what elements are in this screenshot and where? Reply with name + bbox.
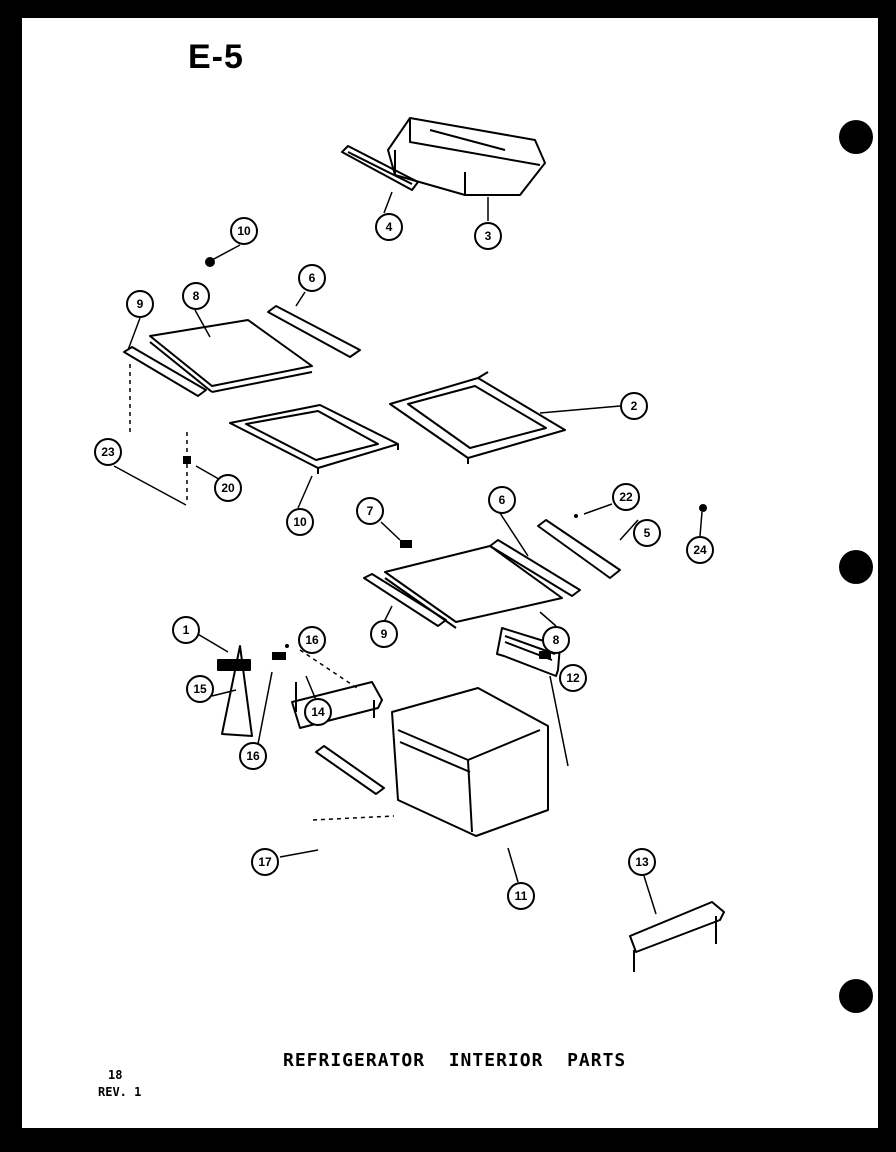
middle-glass-shelf-drawing xyxy=(384,545,563,623)
svg-text:16: 16 xyxy=(246,749,260,763)
left-scan-border xyxy=(0,0,22,1152)
svg-text:13: 13 xyxy=(635,855,649,869)
callout-6-middle: 6 xyxy=(488,486,516,514)
upper-shelf-frame-drawing xyxy=(229,404,399,474)
svg-text:6: 6 xyxy=(309,271,316,285)
callout-3: 3 xyxy=(474,222,502,250)
svg-text:5: 5 xyxy=(644,526,651,540)
callout-1: 1 xyxy=(172,616,200,644)
svg-text:6: 6 xyxy=(499,493,506,507)
callout-16-lower: 16 xyxy=(239,742,267,770)
callout-17: 17 xyxy=(251,848,279,876)
callout-15: 15 xyxy=(186,675,214,703)
callout-6-upper: 6 xyxy=(298,264,326,292)
svg-text:2: 2 xyxy=(631,399,638,413)
callout-group: 1 2 3 4 5 6 6 7 8 8 9 9 10 10 11 12 13 1… xyxy=(94,213,714,910)
callout-10-frame: 10 xyxy=(286,508,314,536)
svg-text:4: 4 xyxy=(386,220,393,234)
svg-text:9: 9 xyxy=(381,627,388,641)
callout-12: 12 xyxy=(559,664,587,692)
binder-hole-middle xyxy=(839,550,873,584)
callout-13: 13 xyxy=(628,848,656,876)
callout-9-middle: 9 xyxy=(370,620,398,648)
callout-5: 5 xyxy=(633,519,661,547)
diagram-caption: REFRIGERATOR INTERIOR PARTS xyxy=(283,1050,627,1071)
binder-hole-top xyxy=(839,120,873,154)
svg-text:8: 8 xyxy=(553,633,560,647)
svg-text:3: 3 xyxy=(485,229,492,243)
svg-text:12: 12 xyxy=(566,671,580,685)
callout-2: 2 xyxy=(620,392,648,420)
svg-text:16: 16 xyxy=(305,633,319,647)
svg-text:9: 9 xyxy=(137,297,144,311)
control-panel-drawing xyxy=(496,627,561,677)
callout-24: 24 xyxy=(686,536,714,564)
svg-text:20: 20 xyxy=(221,481,235,495)
upper-glass-shelf-drawing xyxy=(149,319,313,387)
callout-16-upper: 16 xyxy=(298,626,326,654)
upper-front-trim-drawing xyxy=(123,346,207,397)
svg-text:14: 14 xyxy=(311,705,325,719)
binder-hole-bottom xyxy=(839,979,873,1013)
callout-11: 11 xyxy=(507,882,535,910)
page-code: E-5 xyxy=(188,38,244,76)
callout-9-upper: 9 xyxy=(126,290,154,318)
svg-text:8: 8 xyxy=(193,289,200,303)
lower-support-bracket-drawing xyxy=(291,681,383,729)
lamp-cover-drawing xyxy=(217,645,253,737)
leader-lines xyxy=(113,191,703,915)
callout-23: 23 xyxy=(94,438,122,466)
right-scan-border xyxy=(878,0,896,1152)
upper-pan-rail-drawing xyxy=(341,145,419,191)
svg-text:23: 23 xyxy=(101,445,115,459)
callout-4: 4 xyxy=(375,213,403,241)
lower-shelf-frame-drawing xyxy=(389,371,566,464)
small-hardware xyxy=(183,257,707,660)
dashed-guides xyxy=(129,364,395,821)
middle-shelf-trim-drawing xyxy=(489,539,581,597)
page-number: 18 xyxy=(108,1068,123,1082)
svg-text:24: 24 xyxy=(693,543,707,557)
callout-14: 14 xyxy=(304,698,332,726)
callout-8-middle: 8 xyxy=(542,626,570,654)
svg-text:7: 7 xyxy=(367,504,374,518)
svg-text:10: 10 xyxy=(237,224,251,238)
crisper-bracket-drawing xyxy=(629,901,725,972)
middle-front-trim-drawing xyxy=(363,573,447,627)
lower-pan-rail-drawing xyxy=(315,745,385,795)
callout-10-upper: 10 xyxy=(230,217,258,245)
callout-20: 20 xyxy=(214,474,242,502)
callout-22: 22 xyxy=(612,483,640,511)
upper-shelf-trim-drawing xyxy=(267,305,361,358)
svg-text:22: 22 xyxy=(619,490,633,504)
bottom-scan-border xyxy=(0,1128,896,1152)
callout-7: 7 xyxy=(356,497,384,525)
lower-crisper-pan-drawing xyxy=(391,687,549,837)
revision-label: REV. 1 xyxy=(98,1085,142,1099)
svg-text:15: 15 xyxy=(193,682,207,696)
svg-text:1: 1 xyxy=(183,623,190,637)
svg-text:11: 11 xyxy=(515,889,528,903)
shelf-rail-5-drawing xyxy=(537,519,621,579)
top-scan-border xyxy=(0,0,896,18)
svg-text:10: 10 xyxy=(293,515,307,529)
svg-text:17: 17 xyxy=(258,855,272,869)
callout-8-upper: 8 xyxy=(182,282,210,310)
